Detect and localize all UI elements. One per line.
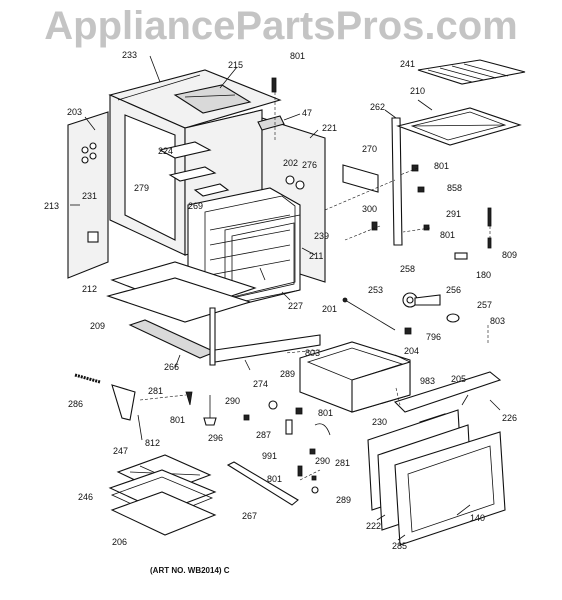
- label-211: 211: [309, 251, 324, 261]
- broiler-pan: [396, 107, 522, 146]
- label-276: 276: [302, 160, 318, 170]
- label-231: 231: [82, 191, 98, 201]
- label-801-c: 801: [440, 230, 456, 240]
- label-215: 215: [228, 60, 244, 70]
- label-226: 226: [502, 413, 518, 423]
- label-233: 233: [122, 50, 138, 60]
- label-290-b: 290: [315, 456, 331, 466]
- label-803-b: 803: [305, 348, 321, 358]
- label-296: 296: [208, 433, 224, 443]
- label-241: 241: [400, 59, 416, 69]
- label-230: 230: [372, 417, 388, 427]
- label-285: 285: [392, 541, 408, 551]
- label-203: 203: [67, 107, 83, 117]
- label-983: 983: [420, 376, 436, 386]
- label-212: 212: [82, 284, 98, 294]
- label-803-a: 803: [490, 316, 506, 326]
- label-210: 210: [410, 86, 426, 96]
- drawer-front-panel: [393, 371, 502, 413]
- oven-rack: [417, 59, 526, 85]
- label-257: 257: [477, 300, 493, 310]
- label-991: 991: [262, 451, 278, 461]
- label-269: 269: [188, 201, 204, 211]
- label-274: 274: [253, 379, 269, 389]
- label-812: 812: [145, 438, 161, 448]
- watermark: AppliancePartsPros.com: [44, 4, 518, 48]
- label-201: 201: [322, 304, 338, 314]
- label-289-b: 289: [336, 495, 352, 505]
- label-279: 279: [134, 183, 150, 193]
- label-222: 222: [366, 521, 382, 531]
- side-trim: [391, 117, 403, 246]
- label-801-b: 801: [434, 161, 450, 171]
- label-180: 180: [476, 270, 492, 280]
- label-290-a: 290: [225, 396, 241, 406]
- label-291: 291: [446, 209, 462, 219]
- label-286: 286: [68, 399, 84, 409]
- label-801-d: 801: [318, 408, 334, 418]
- label-266: 266: [164, 362, 180, 372]
- label-801-f: 801: [267, 474, 283, 484]
- label-209: 209: [90, 321, 106, 331]
- toe-kick: [209, 307, 216, 366]
- label-809: 809: [502, 250, 518, 260]
- label-204: 204: [404, 346, 420, 356]
- label-858: 858: [447, 183, 463, 193]
- bottom-rail: [128, 319, 217, 359]
- label-796: 796: [426, 332, 442, 342]
- label-227: 227: [288, 301, 304, 311]
- label-202: 202: [283, 158, 299, 168]
- label-258: 258: [400, 264, 416, 274]
- label-801: 801: [290, 51, 306, 61]
- label-270: 270: [362, 144, 378, 154]
- label-256: 256: [446, 285, 462, 295]
- label-213: 213: [44, 201, 60, 211]
- label-239: 239: [314, 231, 330, 241]
- label-287: 287: [256, 430, 272, 440]
- label-253: 253: [368, 285, 384, 295]
- trim-strip: [226, 461, 299, 506]
- top-vent-cover: [173, 84, 252, 114]
- label-206: 206: [112, 537, 128, 547]
- label-221: 221: [322, 123, 338, 133]
- label-47: 47: [302, 108, 313, 118]
- label-247: 247: [113, 446, 129, 456]
- label-262: 262: [370, 102, 386, 112]
- oven-door-outer: [394, 431, 506, 546]
- label-281-b: 281: [335, 458, 351, 468]
- label-289-a: 289: [280, 369, 296, 379]
- door-hinge: [111, 384, 136, 421]
- label-224: 224: [158, 146, 174, 156]
- label-267: 267: [242, 511, 258, 521]
- label-300: 300: [362, 204, 378, 214]
- label-140: 140: [470, 513, 486, 523]
- art-number: (ART NO. WB2014) C: [150, 566, 230, 575]
- label-281-a: 281: [148, 386, 164, 396]
- label-801-e: 801: [170, 415, 186, 425]
- label-205: 205: [451, 374, 467, 384]
- broiler-pan-base: [110, 491, 217, 536]
- label-246: 246: [78, 492, 94, 502]
